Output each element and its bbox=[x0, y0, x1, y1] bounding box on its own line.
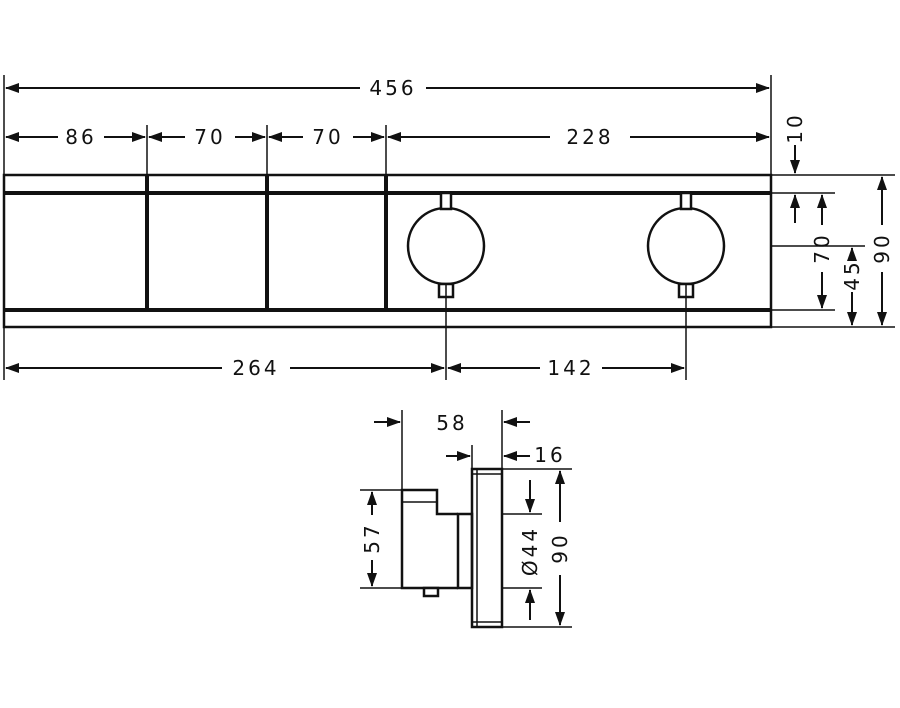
front-labels: 456 86 70 70 228 264 142 10 70 45 90 bbox=[65, 76, 894, 380]
knob-right bbox=[646, 191, 726, 299]
dim-segment-3: 70 bbox=[312, 125, 343, 149]
dim-segment-1: 86 bbox=[65, 125, 96, 149]
side-dimension-lines bbox=[367, 417, 565, 626]
dim-overall-width: 456 bbox=[369, 76, 416, 100]
dim-knob-spacing: 142 bbox=[547, 356, 594, 380]
front-view bbox=[2, 173, 773, 329]
dim-plate-height: 90 bbox=[548, 532, 572, 563]
side-body bbox=[400, 488, 458, 590]
dim-overall-height: 90 bbox=[870, 232, 894, 263]
side-view bbox=[400, 467, 504, 629]
dim-left-to-knob: 264 bbox=[232, 356, 279, 380]
dim-knob-diameter: Ø44 bbox=[518, 526, 542, 576]
dim-top-gap: 10 bbox=[783, 112, 807, 143]
side-extension-lines bbox=[360, 410, 572, 628]
dim-body-height: 57 bbox=[360, 522, 384, 553]
side-neck bbox=[456, 512, 474, 590]
dim-plate-thickness: 16 bbox=[534, 443, 565, 467]
dim-segment-2: 70 bbox=[194, 125, 225, 149]
front-dimension-lines bbox=[5, 83, 887, 373]
dim-depth-total: 58 bbox=[436, 411, 467, 435]
extension-lines bbox=[3, 75, 895, 380]
dim-inner-height: 70 bbox=[810, 232, 834, 263]
knob-left bbox=[406, 191, 486, 299]
side-labels: 58 16 57 Ø44 90 bbox=[360, 411, 572, 576]
dim-knob-offset: 45 bbox=[840, 259, 864, 290]
side-pin bbox=[422, 586, 440, 598]
dim-segment-4: 228 bbox=[566, 125, 613, 149]
